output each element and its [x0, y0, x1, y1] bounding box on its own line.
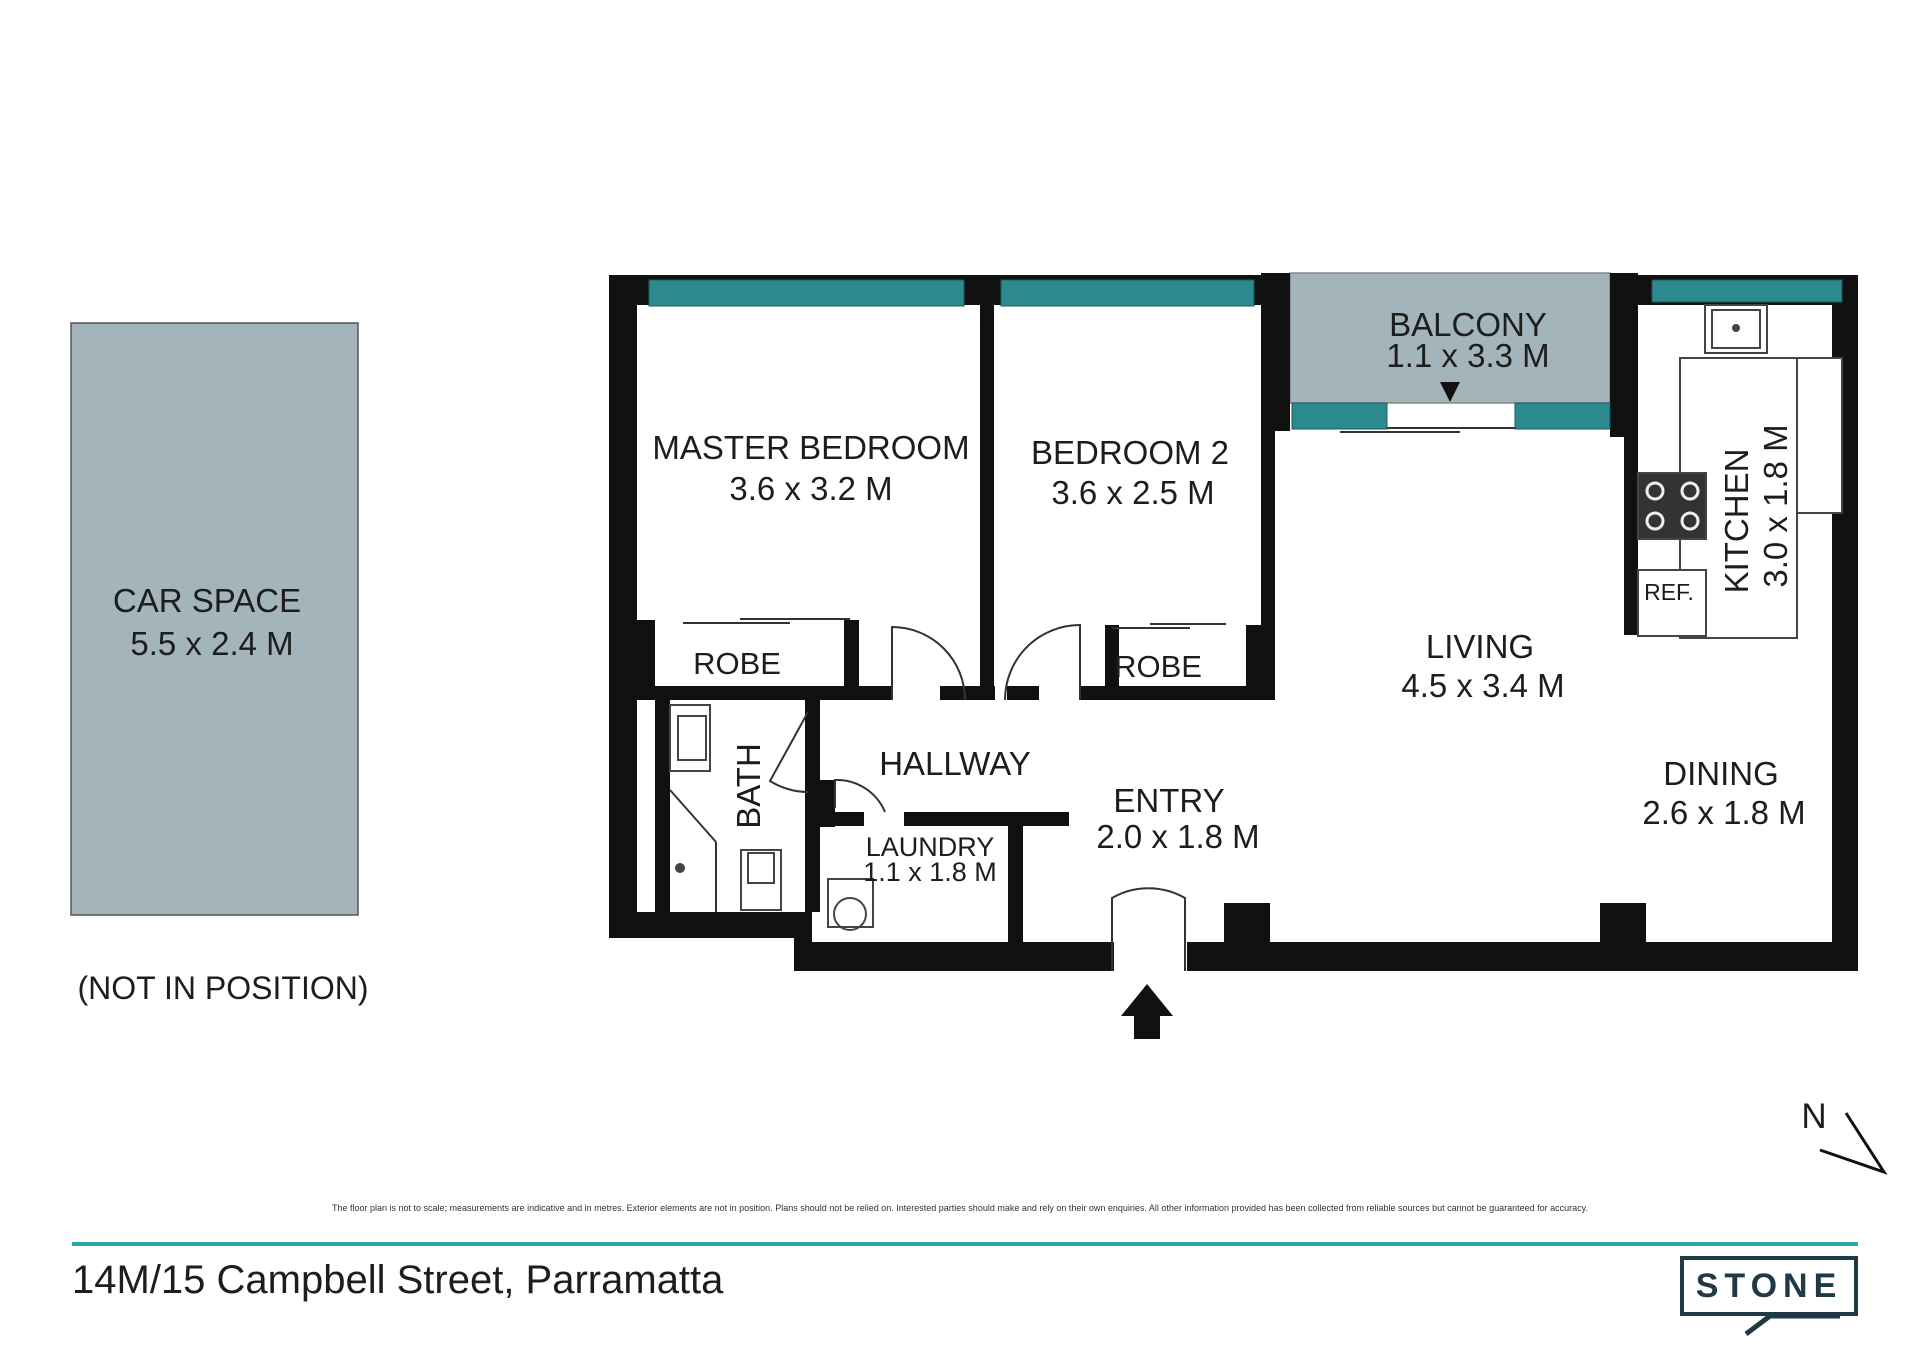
dining-label: DINING	[1663, 755, 1779, 792]
shower-screen-icon	[669, 789, 717, 843]
living-size: 4.5 x 3.4 M	[1401, 667, 1564, 704]
compass-label: N	[1801, 1097, 1826, 1136]
living-label: LIVING	[1426, 628, 1534, 665]
kitchen-size: 3.0 x 1.8 M	[1757, 424, 1794, 587]
hallway-label: HALLWAY	[879, 745, 1031, 782]
property-address: 14M/15 Campbell Street, Parramatta	[72, 1258, 724, 1302]
laundry-label: LAUNDRY	[866, 832, 995, 862]
balcony-size: 1.1 x 3.3 M	[1386, 337, 1549, 374]
bedroom2-label: BEDROOM 2	[1031, 434, 1229, 471]
car-space-size: 5.5 x 2.4 M	[130, 625, 293, 662]
cooktop-icon	[1645, 481, 1700, 531]
entry-size: 2.0 x 1.8 M	[1096, 818, 1259, 855]
master-bedroom-size: 3.6 x 3.2 M	[729, 470, 892, 507]
car-space-label: CAR SPACE	[113, 582, 301, 619]
bedroom2-size: 3.6 x 2.5 M	[1051, 474, 1214, 511]
shower-head-icon	[675, 863, 685, 873]
brand-logo-text: STONE	[1695, 1267, 1843, 1305]
washing-machine-drum	[833, 897, 867, 931]
logo-swoosh-icon	[1744, 1313, 1840, 1336]
balcony-area	[1289, 272, 1611, 404]
kitchen-label: KITCHEN	[1718, 449, 1755, 594]
entry-arrow-icon	[1121, 984, 1173, 1039]
ref-label: REF.	[1644, 579, 1694, 605]
car-space-area	[70, 322, 359, 916]
entry-label: ENTRY	[1113, 782, 1224, 819]
balcony-arrow-icon	[1440, 382, 1460, 402]
interior-walls	[637, 275, 1646, 942]
bath-fixtures	[669, 704, 782, 911]
master-bedroom-label: MASTER BEDROOM	[652, 429, 969, 466]
compass-arrow-icon	[1819, 1112, 1888, 1175]
robe-label-master: ROBE	[693, 646, 781, 681]
robe-label-bedroom2: ROBE	[1114, 649, 1202, 684]
bath-label: BATH	[730, 743, 767, 829]
footer-rule	[72, 1242, 1858, 1246]
disclaimer-text: The floor plan is not to scale; measurem…	[331, 1203, 1589, 1213]
robe-sliding-doors	[683, 618, 1226, 629]
balcony-sliding-door	[1340, 427, 1515, 433]
balcony-label: BALCONY	[1389, 306, 1547, 343]
kitchen-sink-icon	[1732, 324, 1740, 332]
dining-size: 2.6 x 1.8 M	[1642, 794, 1805, 831]
door-swings	[768, 623, 1186, 971]
laundry-size: 1.1 x 1.8 M	[863, 857, 997, 887]
car-space-note: (NOT IN POSITION)	[78, 970, 369, 1006]
windows	[648, 279, 1843, 430]
kitchen-fixtures	[1637, 304, 1843, 639]
brand-logo: STONE	[1680, 1256, 1858, 1316]
